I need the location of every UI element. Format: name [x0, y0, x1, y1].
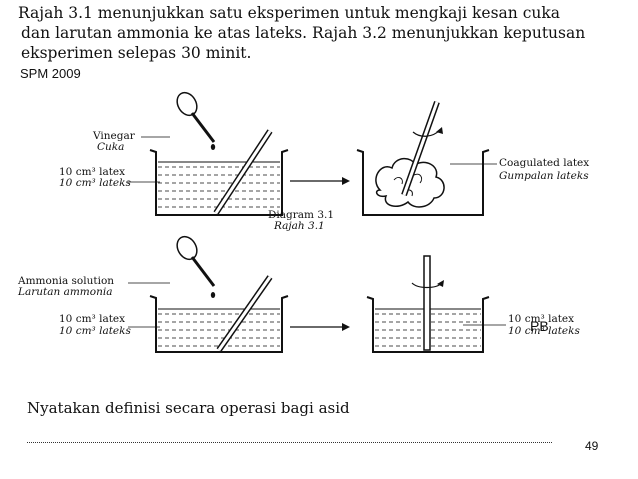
ammonia-label-ms: Larutan ammonia	[17, 286, 112, 298]
glass-rod-icon	[213, 129, 273, 215]
latex-label-ms: 10 cm³ lateks	[59, 177, 131, 189]
spoon-icon	[176, 91, 216, 150]
intro-text: Rajah 3.1 menunjukkan satu eksperimen un…	[18, 3, 628, 63]
beaker-icon	[356, 149, 490, 216]
ammonia-label: Ammonia solution	[17, 275, 114, 287]
intro-line-2: dan larutan ammonia ke atas lateks. Raja…	[21, 24, 586, 42]
beaker-icon	[149, 295, 289, 353]
vinegar-label: Vinegar	[92, 130, 136, 142]
coagulated-label: Coagulated latex	[499, 157, 589, 169]
glass-rod-icon	[401, 100, 440, 197]
question-text: Nyatakan definisi secara operasi bagi as…	[27, 399, 350, 417]
pb-overlay: PB	[530, 318, 549, 334]
result-latex-label: 10 cm³ latex	[508, 313, 574, 325]
coagulated-label-ms: Gumpalan lateks	[499, 170, 589, 182]
diagram-caption-ms: Rajah 3.1	[273, 220, 325, 232]
beaker-icon	[149, 149, 289, 216]
vinegar-label-ms: Cuka	[97, 141, 124, 153]
spoon-icon	[176, 235, 216, 298]
source-label: SPM 2009	[20, 66, 81, 81]
glass-rod-icon	[423, 255, 431, 351]
page-number: 49	[585, 439, 599, 453]
arrow-icon	[290, 323, 350, 331]
latex-label-2-ms: 10 cm³ lateks	[59, 325, 131, 337]
stir-arrow-icon	[412, 127, 443, 137]
intro-line-3: eksperimen selepas 30 minit.	[21, 44, 252, 62]
experiment-diagram: Vinegar Cuka 10 cm³ latex 10 cm³ lateks	[17, 91, 589, 353]
diagram-caption: Diagram 3.1	[268, 209, 334, 221]
latex-label-2: 10 cm³ latex	[59, 313, 125, 325]
answer-line[interactable]	[27, 441, 552, 443]
latex-label: 10 cm³ latex	[59, 166, 125, 178]
intro-line-1: Rajah 3.1 menunjukkan satu eksperimen un…	[18, 4, 561, 22]
arrow-icon	[290, 177, 350, 185]
stir-arrow-icon	[411, 280, 444, 289]
glass-rod-icon	[216, 275, 273, 352]
result-latex-label-ms: 10 cm³ lateks	[508, 325, 580, 337]
